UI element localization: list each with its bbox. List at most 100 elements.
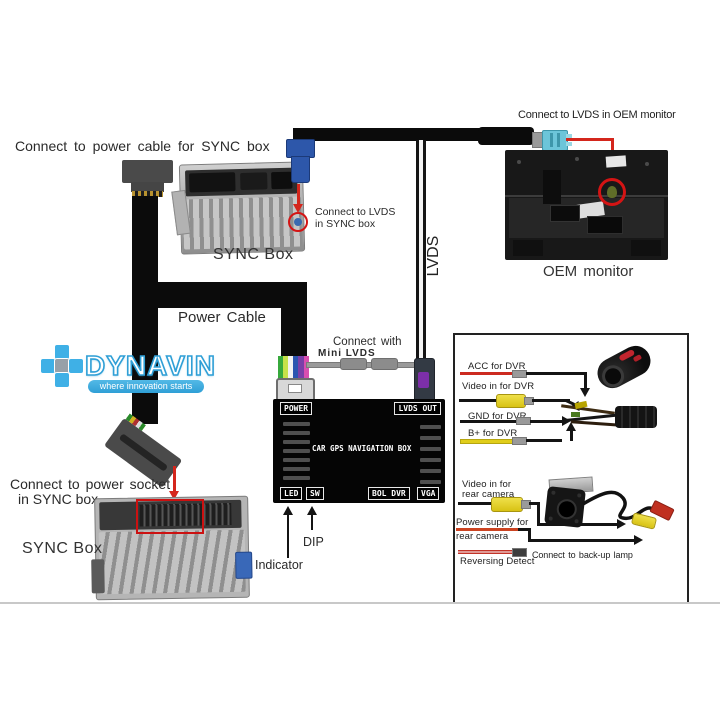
- gnd-path: [530, 420, 564, 423]
- sync-box-top-fins: [182, 196, 303, 250]
- arrow-line-to-sync-lvds: [297, 184, 300, 205]
- monitor-screw: [517, 160, 521, 164]
- power-cable-drop: [281, 305, 307, 360]
- label-power-cable: Power Cable: [178, 309, 266, 326]
- blue-port: [235, 551, 253, 579]
- arrow-line-oem-h: [566, 138, 613, 141]
- port-bol-dvr: BOL DVR: [368, 487, 410, 500]
- sync-lvds-connector-stem: [291, 156, 310, 183]
- dynavin-tagline: where innovation starts: [88, 380, 204, 393]
- video-dvr-path: [532, 399, 570, 402]
- power-t-connector-neck: [131, 182, 164, 192]
- harness-wire: [570, 420, 622, 427]
- power-rear-path-h1: [518, 528, 530, 531]
- plus-cell-center: [55, 359, 69, 373]
- connector-block: [189, 172, 236, 193]
- label-video-dvr: Video in for DVR: [462, 381, 535, 392]
- vent-bar: [420, 425, 441, 429]
- fakra-stripe: [550, 133, 553, 147]
- bplus-path-v: [570, 430, 573, 441]
- power-rear-arrowhead: [634, 535, 643, 545]
- power-cable-horizontal: [132, 282, 307, 308]
- monitor-foot: [513, 240, 543, 256]
- vent-bar: [420, 480, 441, 484]
- label-bplus-dvr: B+ for DVR: [468, 428, 518, 439]
- dynavin-plus-icon: [40, 343, 84, 387]
- mini-lvds-connector-center: [418, 372, 429, 388]
- gps-box-title: CAR GPS NAVIGATION BOX: [312, 444, 412, 453]
- dvr-harness-photo: [555, 398, 665, 438]
- mini-lvds-ferrite: [340, 358, 367, 370]
- plus-cell: [69, 359, 83, 373]
- accessory-panel: [453, 333, 689, 604]
- power-t-connector-pins: [132, 191, 163, 197]
- sync-box-bottom-fins: [98, 529, 246, 595]
- monitor-seam: [505, 195, 668, 197]
- dvr-red-button: [632, 354, 643, 363]
- arrowhead-to-sync-lvds: [293, 204, 303, 213]
- video-rear-path-v: [537, 502, 540, 525]
- connector-block: [240, 172, 268, 191]
- camera-cable: [582, 490, 656, 520]
- bplus-path: [526, 439, 562, 442]
- bottom-divider-line: [0, 602, 720, 604]
- indicator-arrow-line: [287, 514, 289, 558]
- port-vga: VGA: [417, 487, 440, 500]
- rear-camera-photo: [543, 474, 675, 534]
- monitor-foot: [631, 240, 661, 256]
- video-rear-path-h1: [529, 502, 539, 505]
- bplus-wire: [460, 439, 515, 444]
- label-connect-power-socket-1: Connect to power socket: [10, 476, 171, 492]
- monitor-connector-block: [550, 205, 580, 222]
- label-dip: DIP: [303, 535, 324, 549]
- port-lvds-out: LVDS OUT: [394, 402, 441, 415]
- video-rear-arrowhead: [617, 519, 626, 529]
- dynavin-logo: DYNAVIN where innovation starts: [40, 343, 216, 395]
- acc-arrowhead: [580, 388, 590, 397]
- fakra-pin: [566, 134, 572, 138]
- label-indicator: Indicator: [255, 558, 303, 572]
- bplus-wire-tip: [512, 437, 527, 445]
- plus-cell: [41, 359, 55, 373]
- vent-bar: [420, 436, 441, 440]
- monitor-bracket: [543, 170, 561, 204]
- label-connect-mini-lvds-2: Mini LVDS: [318, 348, 376, 359]
- monitor-screw: [575, 157, 579, 161]
- label-reversing-detect: Reversing Detect: [460, 556, 535, 567]
- fakra-connector-cyan: [542, 130, 572, 151]
- vent-bar: [283, 476, 310, 480]
- acc-path-v: [584, 372, 587, 389]
- label-video-rear-2: rear camera: [462, 489, 515, 500]
- fakra-stripe: [557, 133, 560, 147]
- plus-cell: [55, 373, 69, 387]
- label-gnd-dvr: GND for DVR: [468, 411, 527, 422]
- vent-bar: [283, 467, 310, 471]
- monitor-screw: [645, 162, 649, 166]
- oem-lvds-highlight-ring: [598, 178, 626, 206]
- power-rear-wire: [456, 528, 518, 531]
- power-wire-stripes: [278, 356, 309, 380]
- video-rear-rca-tip: [521, 500, 531, 509]
- lvds-trunk-cable: [293, 128, 521, 141]
- reversing-wire: [458, 550, 513, 554]
- port-sw: SW: [306, 487, 324, 500]
- label-sync-box-bottom: SYNC Box: [22, 540, 103, 557]
- arrow-line-to-power-socket: [173, 466, 176, 492]
- mini-lvds-ferrite: [371, 358, 398, 370]
- sync-box-mount-tab: [171, 189, 191, 236]
- port-power: POWER: [280, 402, 313, 415]
- dynavin-wordmark: DYNAVIN: [84, 349, 216, 382]
- power-t-connector: [122, 160, 173, 183]
- mini-lvds-connector: [414, 358, 435, 402]
- oem-monitor-photo: [505, 150, 668, 260]
- sync-box-top-photo: [171, 161, 306, 255]
- label-power-rear-2: rear camera: [456, 531, 509, 542]
- plug-latch: [288, 384, 302, 393]
- indicator-arrowhead: [283, 506, 293, 515]
- dip-arrowhead: [307, 506, 317, 515]
- video-dvr-rca: [496, 394, 526, 408]
- label-lvds: LVDS: [425, 235, 442, 277]
- vent-bar: [283, 449, 310, 453]
- vent-bar: [420, 447, 441, 451]
- acc-wire: [460, 372, 513, 375]
